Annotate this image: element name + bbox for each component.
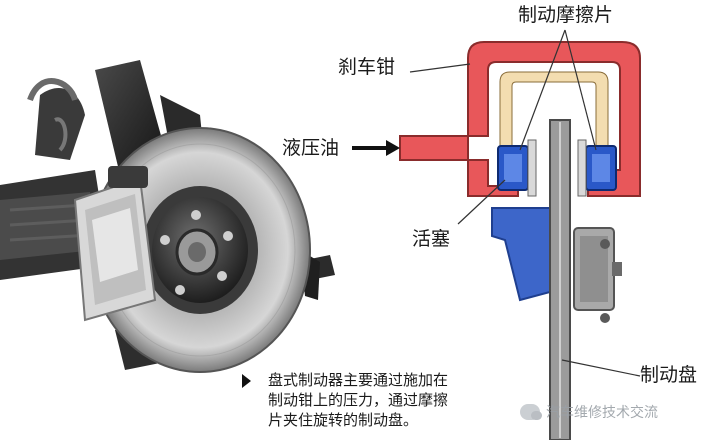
label-hydraulic-oil: 液压油 [282,137,340,159]
caption-arrow-icon [242,374,251,388]
watermark: 汽车维修技术交流 [520,402,658,422]
diagram-caption: 盘式制动器主要通过施加在 制动钳上的压力，通过摩擦 片夹住旋转的制动盘。 [268,370,518,430]
label-brake-disc: 制动盘 [640,364,698,386]
brake-disc-photo [89,127,311,373]
left-piston-pad [497,139,537,197]
label-caliper: 刹车钳 [338,56,396,78]
caption-line-1: 盘式制动器主要通过施加在 [268,371,449,389]
leader-lines [409,29,641,377]
label-piston: 活塞 [412,228,451,250]
label-brake-pads: 制动摩擦片 [518,4,614,26]
wheel-hub-flange [573,227,622,323]
watermark-text: 汽车维修技术交流 [546,405,658,421]
caption-line-3: 片夹住旋转的制动盘。 [268,411,419,429]
caption-line-2: 制动钳上的压力，通过摩擦 [268,391,449,409]
right-piston-pad [577,139,617,197]
caliper-body [399,41,641,197]
caliper-photo [73,166,157,322]
wechat-logo-icon [520,404,542,420]
hydraulic-arrow [352,140,400,156]
caliper-mount-bracket [491,207,551,302]
